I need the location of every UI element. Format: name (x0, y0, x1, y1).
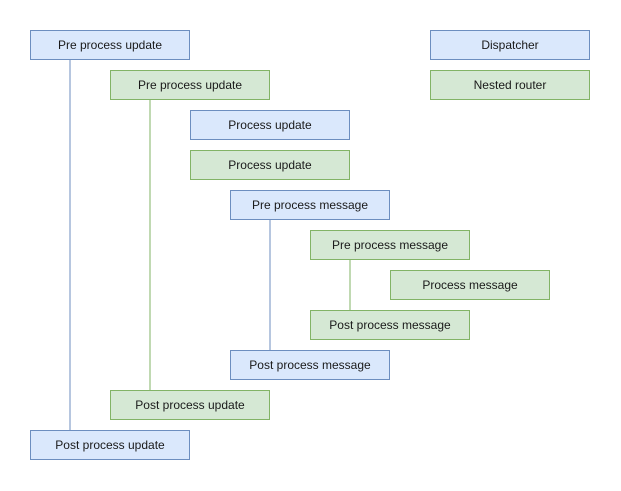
node-process-message-nested-router[interactable]: Process message (390, 270, 550, 300)
node-post-process-message-dispatcher[interactable]: Post process message (230, 350, 390, 380)
node-pre-process-update-nested-router[interactable]: Pre process update (110, 70, 270, 100)
node-pre-process-message-nested-router[interactable]: Pre process message (310, 230, 470, 260)
node-post-process-update-dispatcher[interactable]: Post process update (30, 430, 190, 460)
node-post-process-message-nested-router[interactable]: Post process message (310, 310, 470, 340)
legend-item-nested-router[interactable]: Nested router (430, 70, 590, 100)
node-post-process-update-nested-router[interactable]: Post process update (110, 390, 270, 420)
node-pre-process-update-dispatcher[interactable]: Pre process update (30, 30, 190, 60)
node-process-update-dispatcher[interactable]: Process update (190, 110, 350, 140)
node-pre-process-message-dispatcher[interactable]: Pre process message (230, 190, 390, 220)
legend-item-dispatcher[interactable]: Dispatcher (430, 30, 590, 60)
node-process-update-nested-router[interactable]: Process update (190, 150, 350, 180)
